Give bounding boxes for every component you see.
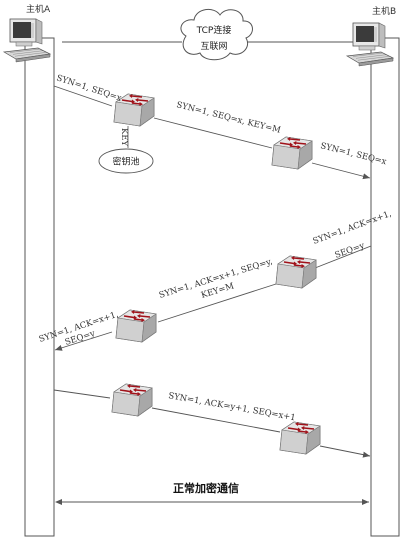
arrow-b-to-router3 [314, 245, 372, 269]
host-b-label: 主机B [372, 5, 396, 17]
router-3-icon [275, 255, 317, 289]
arrow-router6-to-b [319, 445, 371, 458]
router-2-icon [271, 136, 313, 170]
arrow-router3-to-router4 [157, 283, 277, 323]
router-6-icon [279, 421, 321, 455]
host-a-label: 主机A [26, 3, 51, 15]
msg-syn-key: SYN=1, SEQ=x, KEY=M [175, 100, 282, 136]
arrow-router4-to-a [54, 331, 113, 351]
host-a-lifeline [24, 37, 55, 537]
arrow-router5-to-router6 [151, 407, 281, 433]
host-b-lifeline [370, 37, 400, 537]
arrow-router2-to-b [311, 162, 371, 180]
normal-comm-label: 正常加密通信 [173, 481, 239, 495]
cloud-label-internet: 互联网 [200, 41, 227, 52]
cloud-label-tcp: TCP连接 [196, 24, 232, 36]
router-4-icon [115, 309, 157, 343]
msg-ack: SYN=1, ACK=y+1, SEQ=x+1 [167, 391, 296, 423]
key-pool-label: 密钥池 [112, 156, 139, 168]
key-label: KEY [119, 128, 129, 147]
arrow-a-to-router1 [53, 85, 113, 107]
router-5-icon [111, 383, 153, 417]
msg-synack-b-line2: SEQ=y [334, 241, 367, 261]
msg-syn-a: SYN=1, SEQ=x [55, 73, 123, 104]
key-pool-ellipse [98, 148, 154, 174]
arrow-a-to-router5 [53, 389, 111, 399]
arrow-router1-to-router2 [153, 117, 273, 149]
internet-cloud [180, 8, 253, 61]
